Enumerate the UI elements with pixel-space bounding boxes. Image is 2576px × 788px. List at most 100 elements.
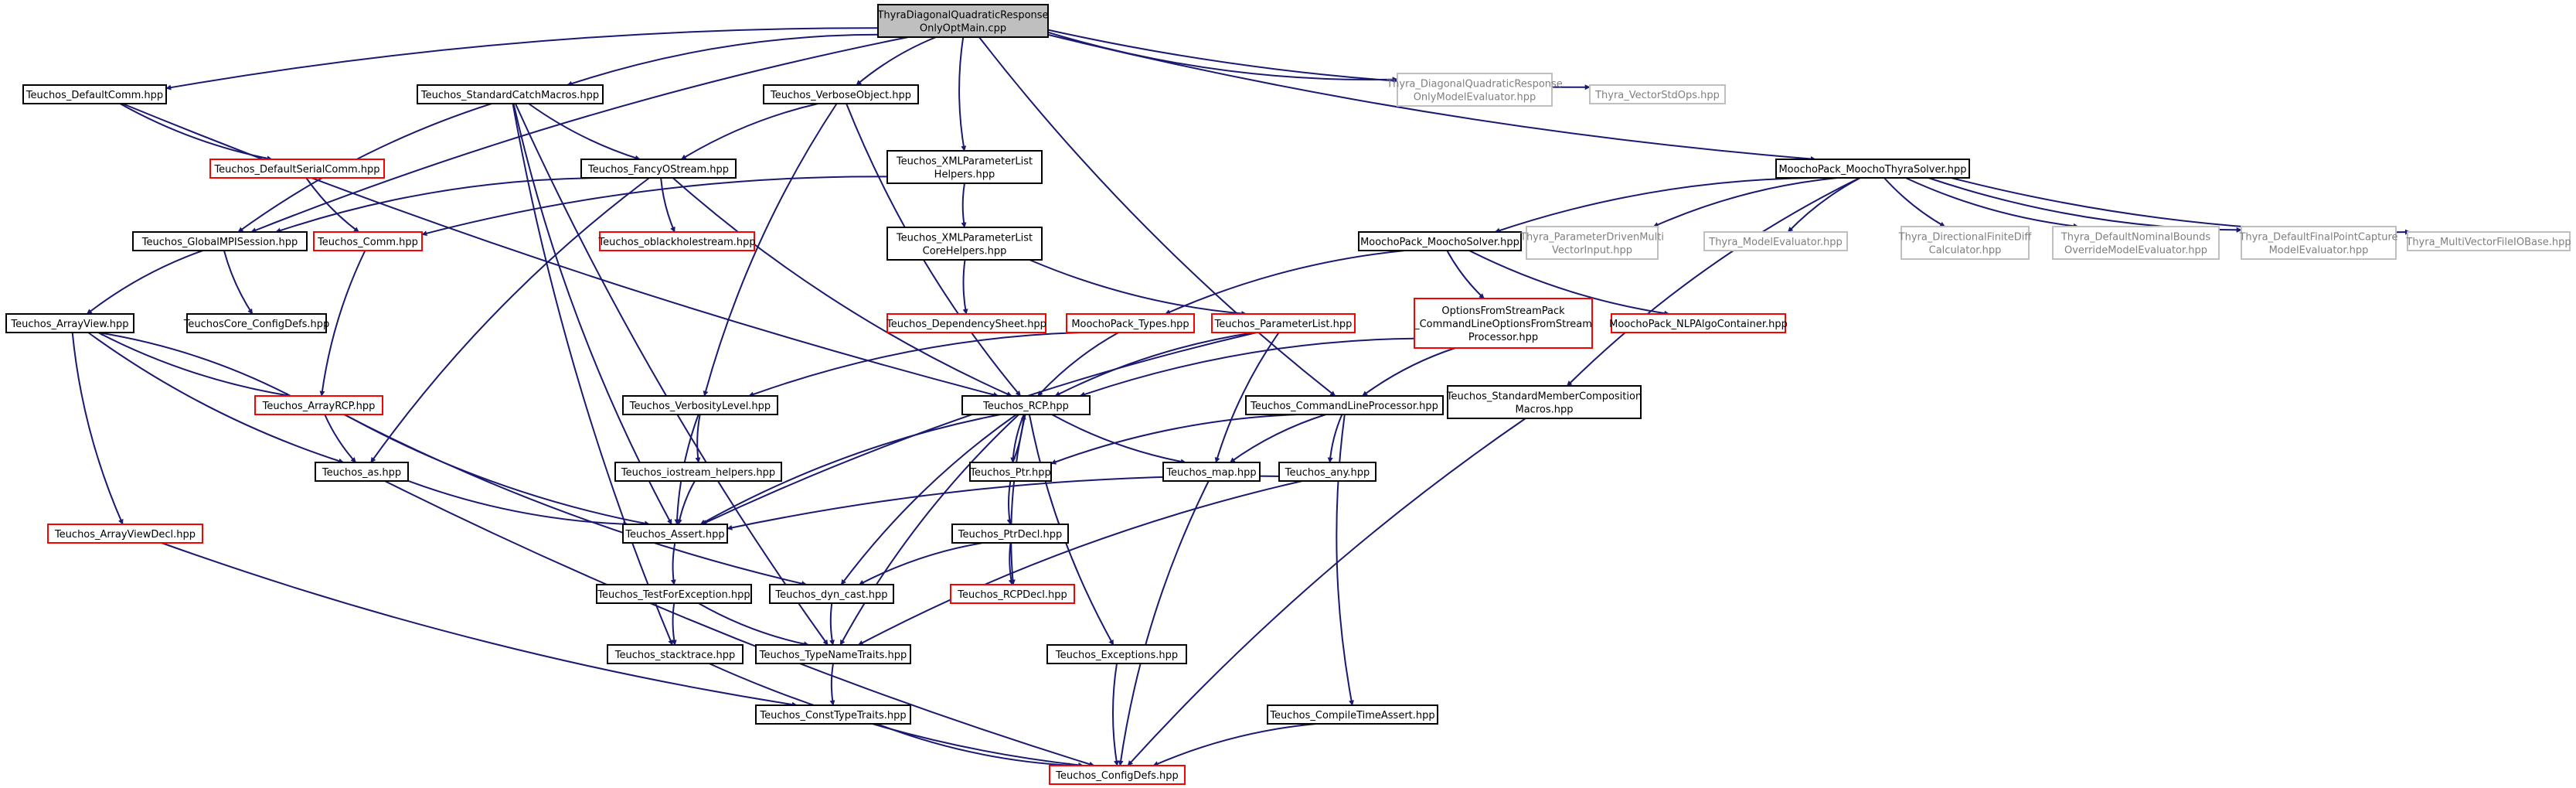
node-label: ModelEvaluator.hpp [2269, 245, 2369, 257]
node-typename[interactable]: Teuchos_TypeNameTraits.hpp [755, 644, 911, 664]
node-mooslv[interactable]: MoochoPack_MoochoSolver.hpp [1358, 231, 1522, 251]
node-label: Macros.hpp [1516, 404, 1574, 416]
node-assert[interactable]: Teuchos_Assert.hpp [622, 524, 728, 544]
node-globalmpi[interactable]: Teuchos_GlobalMPISession.hpp [132, 231, 308, 251]
edge-root-to-verbobj [856, 36, 937, 86]
node-label: Teuchos_StandardMemberComposition [1446, 391, 1642, 403]
node-paramlist[interactable]: Teuchos_ParameterList.hpp [1211, 313, 1356, 333]
node-rcpdecl[interactable]: Teuchos_RCPDecl.hpp [950, 584, 1075, 604]
node-moothy[interactable]: MoochoPack_MoochoThyraSolver.hpp [1775, 159, 1970, 179]
node-box [755, 704, 911, 725]
node-defserial[interactable]: Teuchos_DefaultSerialComm.hpp [209, 159, 385, 179]
edge-rcp-to-rcpdecl [1009, 414, 1026, 585]
node-testfor[interactable]: Teuchos_TestForException.hpp [596, 584, 752, 604]
edge-dyncast-to-typename [829, 602, 835, 646]
node-label: Thyra_ParameterDrivenMulti [1519, 232, 1664, 244]
node-thydfd[interactable]: Thyra_DirectionalFiniteDiffCalculator.hp… [1898, 226, 2033, 260]
node-as[interactable]: Teuchos_as.hpp [315, 462, 409, 482]
node-label: Teuchos_ArrayViewDecl.hpp [54, 529, 196, 541]
node-thyme[interactable]: Thyra_ModelEvaluator.hpp [1703, 231, 1848, 251]
node-arrview[interactable]: Teuchos_ArrayView.hpp [5, 313, 134, 333]
edge-arrvdecl-to-consttype [161, 542, 798, 708]
node-deps[interactable]: Teuchos_DependencySheet.hpp [886, 313, 1046, 333]
node-thymvf[interactable]: Thyra_MultiVectorFileIOBase.hpp [2405, 231, 2571, 251]
edge-stdcatch-to-typename [514, 103, 829, 646]
node-root[interactable]: ThyraDiagonalQuadraticResponseOnlyOptMai… [876, 4, 1049, 38]
node-stdcatch[interactable]: Teuchos_StandardCatchMacros.hpp [417, 84, 604, 104]
node-map[interactable]: Teuchos_map.hpp [1162, 462, 1261, 482]
node-label: Teuchos_VerbosityLevel.hpp [629, 401, 771, 412]
node-nlpalgo[interactable]: MoochoPack_NLPAlgoContainer.hpp [1609, 313, 1788, 333]
node-coreconf[interactable]: TeuchosCore_ConfigDefs.hpp [183, 313, 330, 333]
node-box [1267, 704, 1438, 725]
edge-iostream-to-assert [676, 480, 696, 525]
node-oblack[interactable]: Teuchos_oblackholestream.hpp [597, 231, 756, 251]
edge-fancy-to-globalmpi [275, 177, 603, 234]
node-label: Teuchos_Assert.hpp [624, 529, 724, 541]
node-box [961, 395, 1091, 415]
node-layer: ThyraDiagonalQuadraticResponseOnlyOptMai… [5, 4, 2571, 785]
node-thypdmv[interactable]: Thyra_ParameterDrivenMultiVectorInput.hp… [1519, 226, 1664, 260]
node-box [886, 227, 1043, 261]
node-box [209, 159, 385, 179]
node-comm[interactable]: Teuchos_Comm.hpp [313, 231, 423, 251]
node-label: Teuchos_DependencySheet.hpp [886, 319, 1046, 330]
node-label: Thyra_MultiVectorFileIOBase.hpp [2405, 237, 2571, 248]
node-mootypes[interactable]: MoochoPack_Types.hpp [1066, 313, 1195, 333]
node-stack[interactable]: Teuchos_stacktrace.hpp [607, 644, 744, 664]
node-label: Thyra_DefaultFinalPointCapture [2238, 232, 2397, 244]
node-label: OnlyOptMain.cpp [920, 23, 1006, 35]
node-label: Teuchos_DefaultSerialComm.hpp [213, 164, 379, 176]
node-dyncast[interactable]: Teuchos_dyn_cast.hpp [769, 584, 894, 604]
node-thydnb[interactable]: Thyra_DefaultNominalBoundsOverrideModelE… [2052, 226, 2220, 260]
edge-arrrcp-to-dyncast [343, 414, 808, 586]
node-stdmember[interactable]: Teuchos_StandardMemberCompositionMacros.… [1446, 385, 1642, 419]
node-verblev[interactable]: Teuchos_VerbosityLevel.hpp [622, 395, 778, 415]
node-fancy[interactable]: Teuchos_FancyOStream.hpp [580, 159, 737, 179]
node-box [769, 584, 894, 604]
node-rcp[interactable]: Teuchos_RCP.hpp [961, 395, 1091, 415]
node-label: Thyra_ModelEvaluator.hpp [1708, 237, 1843, 248]
node-cmdline[interactable]: Teuchos_CommandLineProcessor.hpp [1245, 395, 1444, 415]
node-label: Processor.hpp [1468, 332, 1538, 343]
edge-xmlcore-to-paramlist [1029, 259, 1247, 316]
node-any[interactable]: Teuchos_any.hpp [1278, 462, 1376, 482]
edge-xmlhelp-to-xmlcore [961, 183, 967, 228]
node-thyvso[interactable]: Thyra_VectorStdOps.hpp [1589, 84, 1726, 104]
node-confdefs[interactable]: Teuchos_ConfigDefs.hpp [1049, 765, 1186, 785]
node-label: Teuchos_RCP.hpp [982, 401, 1069, 412]
edge-rcp-to-ptr [1010, 414, 1025, 463]
edge-paramlist-to-rcp [1054, 332, 1254, 397]
node-ptrdecl[interactable]: Teuchos_PtrDecl.hpp [951, 524, 1069, 544]
node-box [1049, 765, 1186, 785]
node-box [1703, 231, 1848, 251]
node-ptr[interactable]: Teuchos_Ptr.hpp [969, 462, 1052, 482]
edge-mooslv-to-mootypes [1165, 250, 1405, 315]
edge-root-to-cmdline [978, 36, 1336, 397]
node-arrrcp[interactable]: Teuchos_ArrayRCP.hpp [254, 395, 383, 415]
node-defcomm[interactable]: Teuchos_DefaultComm.hpp [22, 84, 167, 104]
node-except[interactable]: Teuchos_Exceptions.hpp [1046, 644, 1187, 664]
node-consttype[interactable]: Teuchos_ConstTypeTraits.hpp [755, 704, 911, 725]
edge-ctassert-to-confdefs [1152, 723, 1317, 766]
node-ofsp[interactable]: OptionsFromStreamPack_CommandLineOptions… [1414, 298, 1593, 349]
node-iostream[interactable]: Teuchos_iostream_helpers.hpp [614, 462, 782, 482]
edge-arrview-to-as [87, 332, 345, 464]
edge-verbobj-to-fancy [680, 103, 818, 160]
edge-ptr-to-rcp [1012, 414, 1026, 463]
node-box [47, 524, 203, 544]
node-box [1397, 73, 1553, 107]
node-thydqr[interactable]: Thyra_DiagonalQuadraticResponseOnlyModel… [1386, 73, 1563, 107]
node-ctassert[interactable]: Teuchos_CompileTimeAssert.hpp [1267, 704, 1438, 725]
node-box [599, 231, 755, 251]
node-verbobj[interactable]: Teuchos_VerboseObject.hpp [763, 84, 919, 104]
edge-mooslv-to-nlpalgo [1468, 250, 1670, 316]
node-arrvdecl[interactable]: Teuchos_ArrayViewDecl.hpp [47, 524, 203, 544]
node-box [1046, 644, 1187, 664]
node-label: Helpers.hpp [934, 169, 995, 181]
edge-consttype-to-confdefs [876, 723, 1074, 769]
edge-arrrcp-to-as [324, 414, 357, 463]
node-thydfp[interactable]: Thyra_DefaultFinalPointCaptureModelEvalu… [2238, 226, 2398, 260]
